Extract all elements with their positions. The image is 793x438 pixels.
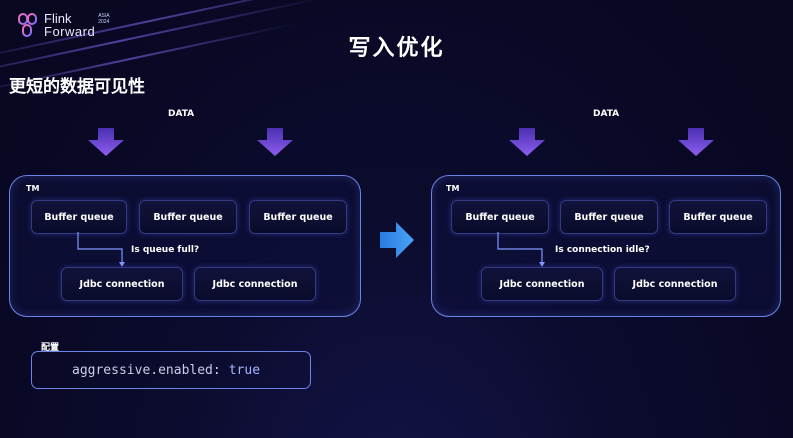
config-key: aggressive.enabled:: [72, 362, 221, 378]
right-condition-label: Is connection idle?: [555, 245, 650, 255]
left-buffer-queue-1: Buffer queue: [31, 200, 127, 234]
right-jdbc-connection-1: Jdbc connection: [481, 267, 603, 301]
left-jdbc-connection-2: Jdbc connection: [194, 267, 316, 301]
flink-logo-icon: [17, 12, 39, 38]
right-tm-label: TM: [446, 184, 460, 193]
right-buffer-queue-1: Buffer queue: [451, 200, 549, 234]
right-buffer-queue-3: Buffer queue: [669, 200, 767, 234]
logo-name-line2: Forward: [44, 24, 96, 39]
left-jdbc-connection-1: Jdbc connection: [61, 267, 183, 301]
left-connector-arrow-icon: [77, 232, 125, 267]
right-data-arrow-2-icon: [676, 128, 716, 158]
slide-subtitle: 更短的数据可见性: [9, 77, 145, 97]
right-data-label: DATA: [593, 109, 620, 119]
config-label: 配置: [41, 343, 60, 353]
config-code-box: aggressive.enabled: true: [31, 351, 311, 389]
logo-name-line1: Flink: [44, 11, 72, 26]
left-condition-label: Is queue full?: [131, 245, 200, 255]
config-value: true: [228, 362, 261, 378]
left-buffer-queue-3: Buffer queue: [249, 200, 347, 234]
left-data-label: DATA: [168, 109, 195, 119]
logo-badge-line2: 2024: [98, 19, 110, 25]
slide-title: 写入优化: [348, 36, 445, 61]
flink-forward-logo: Flink Forward ASIA 2024: [17, 12, 110, 38]
right-jdbc-connection-2: Jdbc connection: [614, 267, 736, 301]
right-data-arrow-1-icon: [507, 128, 547, 158]
left-buffer-queue-2: Buffer queue: [139, 200, 237, 234]
right-connector-arrow-icon: [497, 232, 545, 267]
left-data-arrow-1-icon: [86, 128, 126, 158]
left-data-arrow-2-icon: [255, 128, 295, 158]
transition-arrow-icon: [380, 222, 414, 258]
logo-badge-line1: ASIA: [98, 13, 110, 19]
right-buffer-queue-2: Buffer queue: [560, 200, 658, 234]
left-tm-label: TM: [26, 184, 40, 193]
